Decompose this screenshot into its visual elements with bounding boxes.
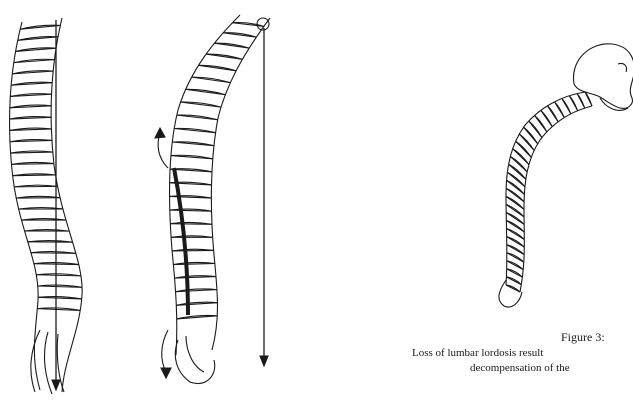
normal-spine-panel: [10, 18, 83, 394]
rotation-arrow-lower: [162, 330, 168, 372]
spine-outline-back: [211, 18, 270, 350]
figure-caption-line: Loss of lumbar lordosis result: [412, 347, 543, 359]
rotation-arrowhead-upper: [155, 128, 165, 138]
rotation-arrowhead-lower: [161, 368, 171, 378]
plumb-arrowhead: [52, 380, 60, 390]
vertebra-group: [506, 92, 592, 292]
figure-caption-line: decompensation of the: [470, 362, 570, 374]
vertebra-segment: [507, 269, 523, 277]
sacrum-outline: [31, 330, 64, 394]
vertebra-segment: [507, 261, 523, 270]
vertebra-group: [10, 25, 82, 310]
kyphotic-spine-panel: [499, 44, 633, 307]
figure-label: Figure 3:: [561, 330, 605, 345]
vertebra-segment: [506, 285, 520, 292]
eye-socket: [618, 63, 627, 72]
vertebra-segment: [507, 253, 524, 262]
plumb-arrowhead: [260, 356, 268, 366]
sacrum-outline: [175, 336, 214, 384]
spine-outline-front: [10, 22, 40, 390]
skull-icon: [573, 44, 633, 109]
lumbar-emphasis-line: [174, 168, 188, 315]
vertebra-segment: [506, 277, 521, 285]
sacrum-outline: [499, 280, 522, 307]
flatback-spine-panel: [155, 15, 270, 384]
vertebra-group: [170, 23, 264, 319]
rotation-arrow-upper: [158, 133, 168, 168]
